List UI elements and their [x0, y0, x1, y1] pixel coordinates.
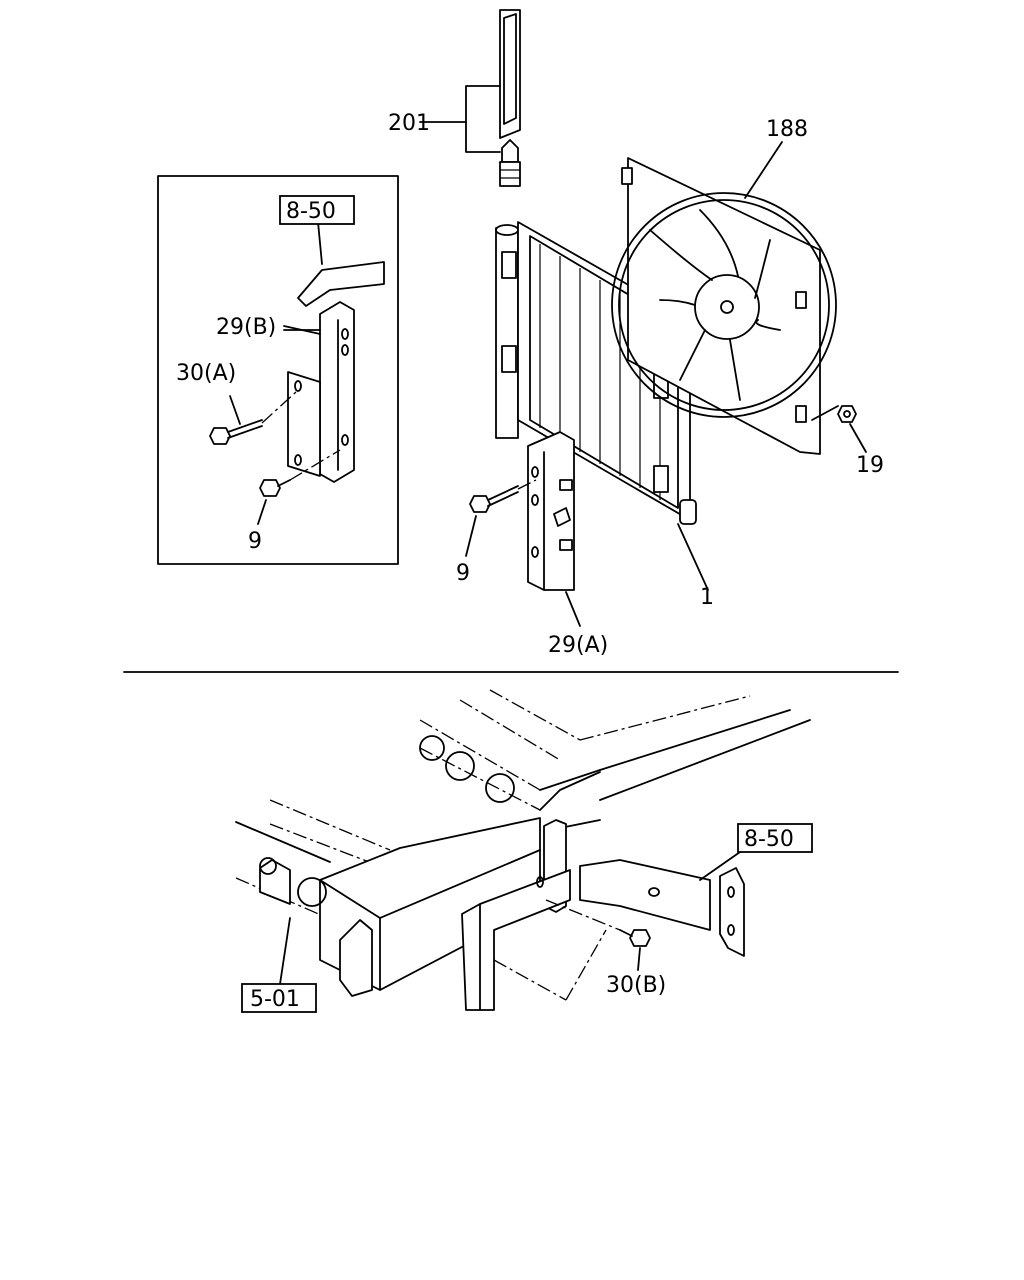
- inset-ref-8-50: 8-50: [279, 195, 355, 225]
- svg-text:5-01: 5-01: [250, 987, 300, 1012]
- frame-crossmember-drawing: [235, 689, 811, 1011]
- inset-frame: [157, 175, 399, 565]
- callout-1: 1: [700, 585, 714, 610]
- callout-30a: 30(A): [176, 361, 236, 386]
- part-29a-bracket-drawing: [527, 431, 581, 627]
- svg-text:8-50: 8-50: [286, 199, 336, 224]
- part-188-fan-drawing: [611, 141, 839, 455]
- callout-19: 19: [856, 453, 884, 478]
- callout-29b: 29(B): [216, 315, 276, 340]
- part-201-drawing: [419, 9, 521, 187]
- leader-29b: [283, 325, 321, 335]
- callout-9-inset: 9: [248, 529, 262, 554]
- part-9-bolt-drawing: [465, 479, 537, 557]
- part-19-nut-drawing: [837, 405, 867, 453]
- callout-30b: 30(B): [606, 973, 666, 998]
- inset-drawing: [209, 221, 385, 525]
- callout-29a: 29(A): [548, 633, 608, 658]
- callout-9-main: 9: [456, 561, 470, 586]
- svg-text:8-50: 8-50: [744, 827, 794, 852]
- lower-ref-8-50: 8-50: [737, 823, 813, 853]
- callout-201: 201: [388, 111, 430, 136]
- callout-188: 188: [766, 117, 808, 142]
- lower-ref-5-01: 5-01: [241, 983, 317, 1013]
